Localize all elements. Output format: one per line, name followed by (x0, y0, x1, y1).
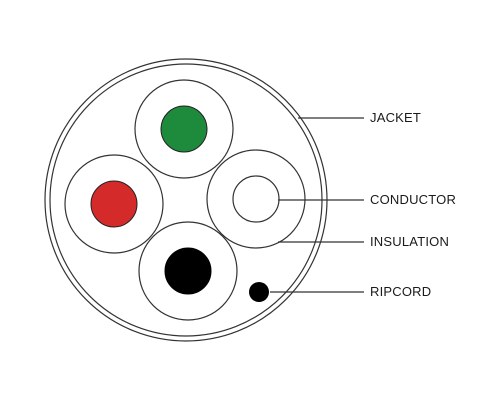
conductor-label: CONDUCTOR (370, 192, 456, 207)
conductor-white (232, 175, 280, 223)
conductor-red (90, 180, 138, 228)
conductor-green (160, 105, 208, 153)
jacket-label: JACKET (370, 110, 421, 125)
insulation-label: INSULATION (370, 234, 449, 249)
ripcord-dot (249, 282, 269, 302)
ripcord-label: RIPCORD (370, 284, 431, 299)
conductor-black (164, 247, 212, 295)
